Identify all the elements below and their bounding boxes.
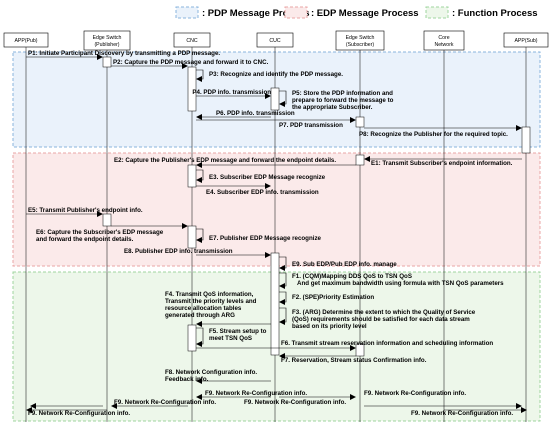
activation-ess-e2 xyxy=(355,154,365,166)
label-f2: F2. (SPE)Priority Estimation xyxy=(292,294,374,301)
label-f6: F6. Transmit stream reservation informat… xyxy=(281,340,493,347)
legend-edp-label: : EDP Message Process xyxy=(311,8,419,19)
participant-label-core-2: Network xyxy=(434,42,453,48)
label-f3a: F3. (ARG) Determine the extent to which … xyxy=(292,309,476,316)
edp-region xyxy=(12,152,541,267)
label-f4a: F4. Transmit QoS information, xyxy=(165,291,254,298)
arrow-p5 xyxy=(279,90,287,107)
label-f9a: F9. Network Re-Configuration info. xyxy=(205,390,307,397)
label-p5c: the appropriate Subscriber. xyxy=(292,104,373,111)
label-e1: E1: Transmit Subscriber's endpoint infor… xyxy=(371,160,513,167)
label-e6b: and forward the endpoint details. xyxy=(36,236,134,243)
label-f9b: F9. Network Re-Configuration info. xyxy=(364,390,466,397)
message-labels: P1: Initiate Participant Discovery by tr… xyxy=(28,50,513,417)
label-f7: F7. Reservation, Stream status Confirmat… xyxy=(281,357,427,364)
legend-pdp-label: : PDP Message Process xyxy=(202,8,310,19)
label-f9c: F9. Network Re-Configuration info. xyxy=(114,399,216,406)
activation-cnc-f5 xyxy=(187,324,197,352)
activation-sub-p8 xyxy=(521,126,531,154)
participant-label-cnc: CNC xyxy=(186,38,197,44)
label-p3: P3: Recognize and identify the PDP messa… xyxy=(209,71,343,78)
activation-ess-f6 xyxy=(355,343,365,357)
label-p5b: prepare to forward the message to xyxy=(292,97,394,104)
participant-label-ess-1: Edge Switch xyxy=(346,35,375,41)
label-f1a: F1. (CQM)Mapping DDS QoS to TSN QoS xyxy=(292,273,412,280)
label-f8a: F8. Network Configuration info. xyxy=(165,369,257,376)
label-f3b: (QoS) requirements should be satisfied f… xyxy=(292,316,470,323)
participant-headers: APP(Pub) Edge Switch (Publisher) CNC CUC… xyxy=(3,30,549,51)
messages xyxy=(26,54,527,413)
label-f9d: F9. Network Re-Configuration info. xyxy=(244,399,346,406)
arrow-f5 xyxy=(196,327,204,347)
label-f8b: Feedback info. xyxy=(165,376,209,383)
label-p5a: P5: Store the PDP information and xyxy=(292,90,393,97)
label-f1b: And get maximum bandwidth using formula … xyxy=(297,280,504,287)
activation-esp-p2 xyxy=(102,56,112,68)
label-p1: P1: Initiate Participant Discovery by tr… xyxy=(28,50,220,57)
participant-label-esp-1: Edge Switch xyxy=(93,35,122,41)
participant-label-cuc: CUC xyxy=(269,38,280,44)
label-e5: E5: Transmit Publisher's endpoint info. xyxy=(28,207,143,214)
arrow-e3 xyxy=(196,169,204,183)
label-e3: E3. Subscriber EDP Message recognize xyxy=(209,174,326,181)
label-p2: P2: Capture the PDP message and forward … xyxy=(113,59,269,66)
activation-esp-e6 xyxy=(102,213,112,227)
activation-cnc-p3 xyxy=(187,66,197,112)
arrow-p3 xyxy=(196,69,204,82)
label-e8: E8. Publisher EDP info. transmission xyxy=(124,248,233,255)
label-e6a: E6: Capture the Subscriber's EDP message xyxy=(36,229,164,236)
label-f5a: F5. Stream setup to xyxy=(209,328,267,335)
label-f3c: based on its priority level xyxy=(292,323,367,330)
activation-bars xyxy=(102,56,531,357)
participant-label-ess-2: (Subscriber) xyxy=(346,42,375,48)
label-f5b: meet TSN QoS xyxy=(209,335,252,342)
activation-cuc-e9 xyxy=(270,252,280,356)
activation-ess-p7 xyxy=(355,116,365,128)
label-p6: P6. PDP info. transmission xyxy=(216,110,295,117)
legend-function-label: : Function Process xyxy=(452,8,538,19)
arrow-e9 xyxy=(279,256,287,271)
arrow-f3 xyxy=(279,307,287,325)
label-f4b: Transmit the priority levels and xyxy=(165,298,257,305)
activation-cuc-p5 xyxy=(270,87,280,111)
participant-label-pub: APP(Pub) xyxy=(14,38,37,44)
participant-label-esp-2: (Publisher) xyxy=(94,42,119,48)
label-p8: P8: Recognize the Publisher for the requ… xyxy=(359,131,508,138)
legend: : PDP Message Process : EDP Message Proc… xyxy=(175,6,538,19)
label-f9f: F9. Network Re-Configuration info. xyxy=(411,410,513,417)
label-f4d: generated through ARG xyxy=(165,312,235,319)
activation-cnc-e3 xyxy=(187,164,197,188)
participant-label-core-1: Core xyxy=(438,35,449,41)
label-e9: E9. Sub EDP/Pub EDP info. manage xyxy=(292,261,397,268)
arrow-e7 xyxy=(196,228,204,243)
participant-label-sub: APP(Sub) xyxy=(514,38,537,44)
activation-cnc-e7 xyxy=(187,225,197,249)
legend-pdp-swatch xyxy=(175,6,199,19)
label-f4c: resource allocation tables xyxy=(165,305,242,312)
label-f9e: F9. Network Re-Configuration info. xyxy=(28,410,130,417)
label-e4: E4. Subscriber EDP info. transmission xyxy=(206,189,319,196)
arrow-f1 xyxy=(279,272,287,289)
label-e7: E7. Publisher EDP Message recognize xyxy=(209,235,322,242)
legend-function-swatch xyxy=(425,6,449,19)
legend-edp-swatch xyxy=(284,6,308,19)
arrow-f2 xyxy=(279,291,287,305)
label-p7: P7. PDP transmission xyxy=(279,122,343,129)
label-e2: E2: Capture the Publisher's EDP message … xyxy=(114,157,336,164)
label-p4: P4. PDP info. transmission xyxy=(192,89,271,96)
